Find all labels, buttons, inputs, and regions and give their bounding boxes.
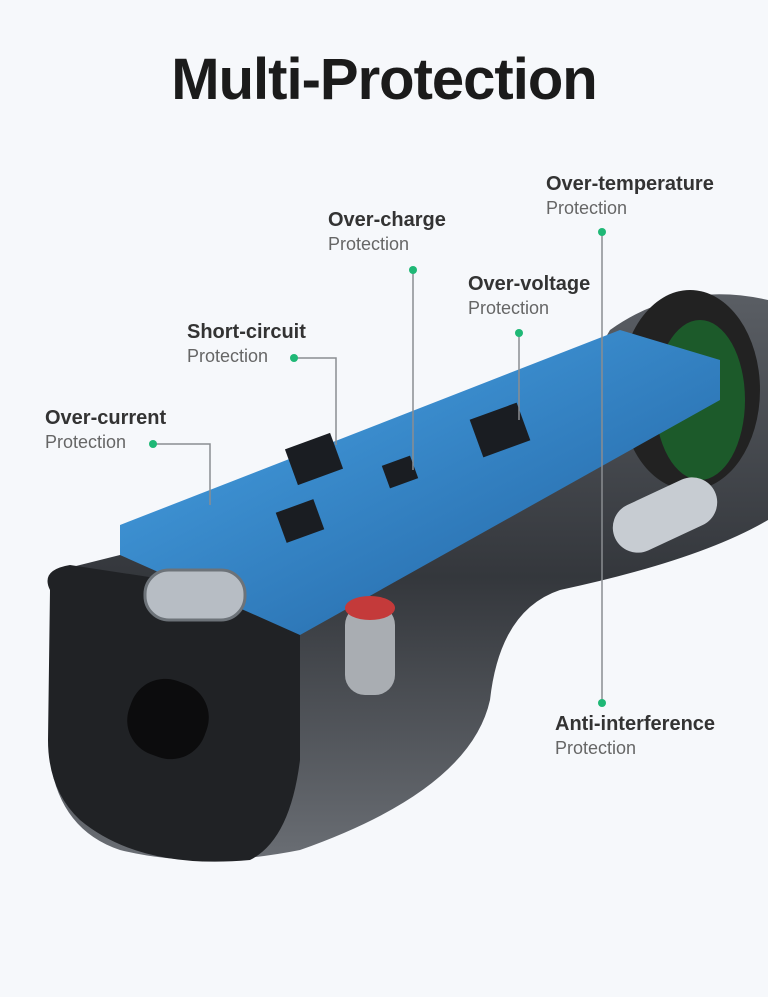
callout-sub: Protection: [546, 198, 628, 218]
capacitor: [345, 605, 395, 695]
callout-heading: Over-voltage: [468, 273, 591, 295]
chip: [284, 432, 344, 486]
callout-sub: Protection: [45, 432, 127, 452]
callout-dot: [598, 699, 606, 707]
callout-over-voltage: Over-voltage Protection: [468, 272, 590, 320]
callout-dot: [598, 228, 606, 236]
chip: [275, 499, 325, 543]
callout-anti-interference: Anti-interference Protection: [555, 712, 715, 760]
callout-over-current: Over-current Protection: [45, 406, 166, 454]
callout-heading: Over-temperature: [546, 173, 714, 195]
callout-heading: Over-current: [45, 407, 167, 429]
callout-heading: Anti-interference: [555, 713, 716, 735]
callout-sub: Protection: [468, 298, 550, 318]
callout-sub: Protection: [187, 346, 269, 366]
usb-c-port-pcb: [143, 568, 247, 622]
callout-dot: [149, 440, 157, 448]
chip: [469, 402, 531, 458]
callout-over-charge: Over-charge Protection: [328, 208, 446, 256]
leader-lines: [153, 232, 603, 703]
callout-heading: Over-charge: [328, 209, 446, 231]
callout-over-temperature: Over-temperature Protection: [546, 172, 714, 220]
callout-dot: [515, 329, 523, 337]
callout-short-circuit: Short-circuit Protection: [187, 320, 306, 368]
spring-contact: [612, 477, 718, 553]
usb-c-port-front: [127, 678, 209, 760]
page-title: Multi-Protection: [171, 47, 597, 112]
callout-sub: Protection: [555, 738, 637, 758]
callout-heading: Short-circuit: [187, 321, 306, 343]
chip: [381, 455, 419, 489]
callout-dot: [409, 266, 417, 274]
callout-sub: Protection: [328, 234, 410, 254]
callout-dot: [290, 354, 298, 362]
pcb-board: [120, 330, 720, 635]
